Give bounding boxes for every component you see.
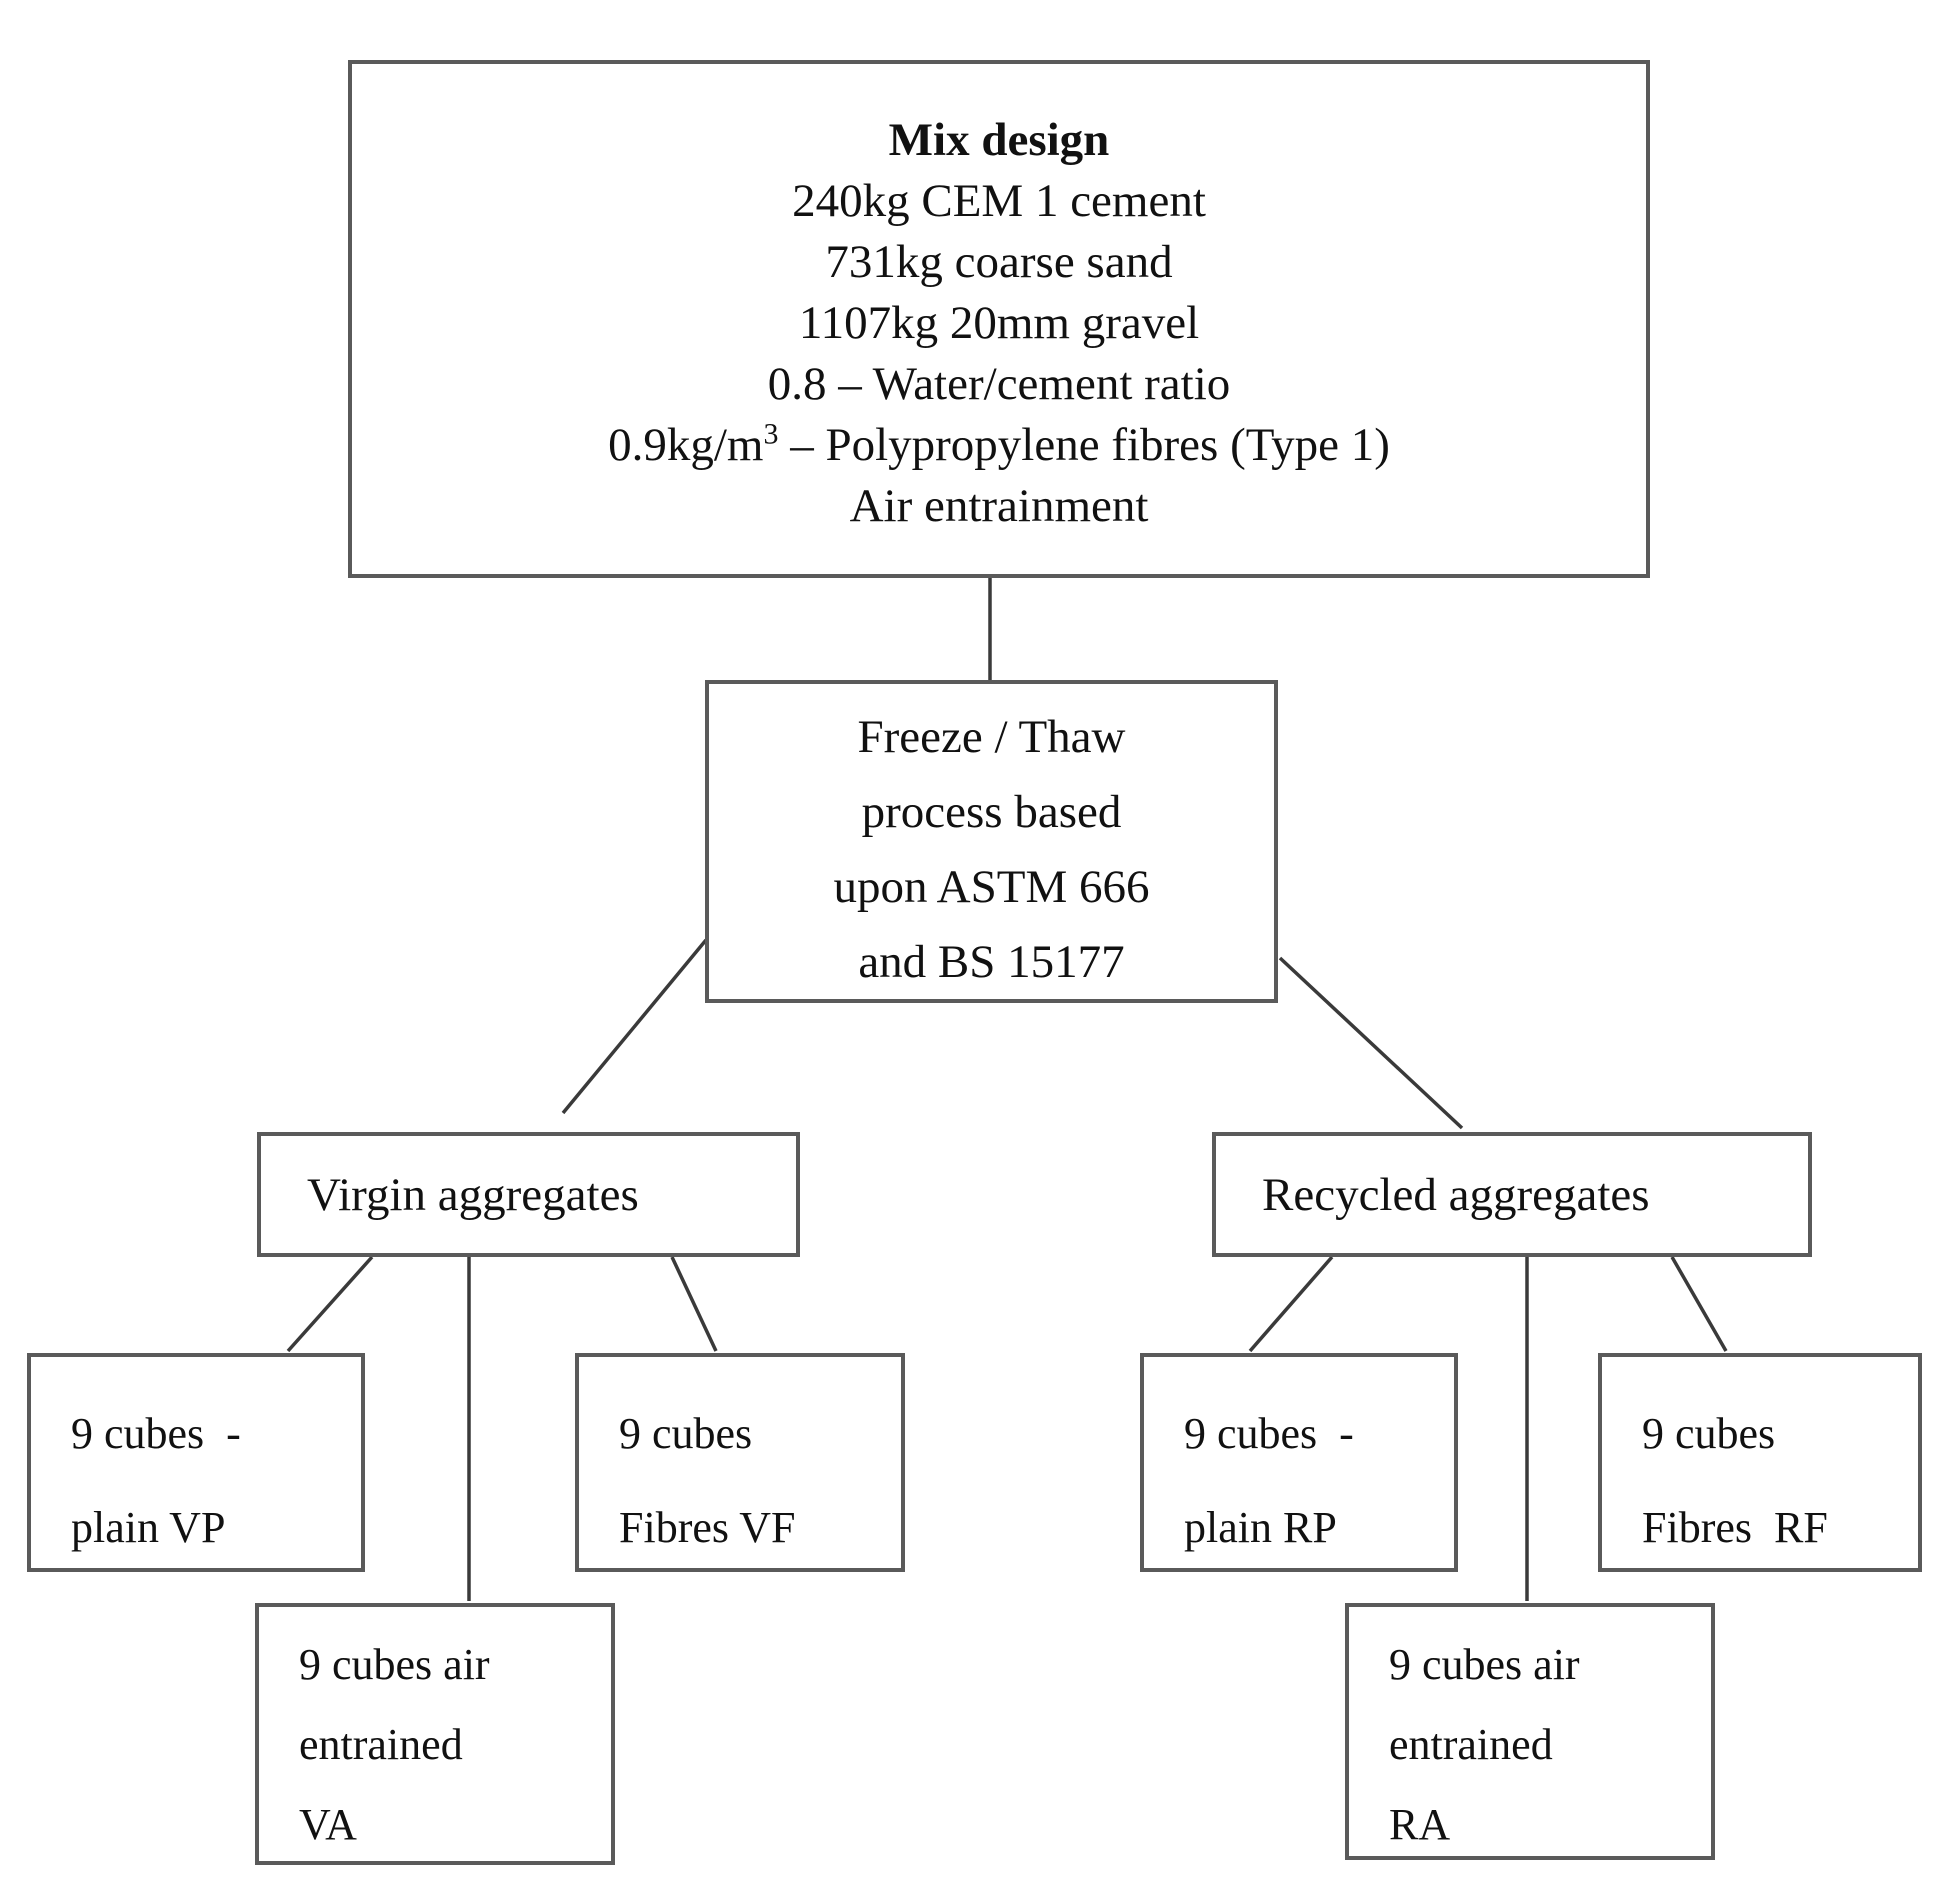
connector-process-to-recycled [1278, 956, 1464, 1130]
cubes-air-entrained-ra-box: 9 cubes air entrained RA [1345, 1603, 1715, 1860]
freeze-thaw-box: Freeze / Thaw process based upon ASTM 66… [705, 680, 1278, 1003]
fibres-line-superscript: 3 [763, 417, 779, 451]
fibres-line-prefix: 0.9kg/m [608, 419, 764, 471]
ra-line-1: 9 cubes air [1389, 1640, 1580, 1689]
vf-line-1: 9 cubes [619, 1409, 753, 1458]
recycled-aggregates-box: Recycled aggregates [1212, 1132, 1812, 1257]
process-line-3: upon ASTM 666 [833, 861, 1150, 913]
vp-line-1: 9 cubes - [71, 1409, 241, 1458]
cubes-plain-rp-box: 9 cubes - plain RP [1140, 1353, 1458, 1572]
cubes-fibres-rf-box: 9 cubes Fibres RF [1598, 1353, 1922, 1572]
rf-line-1: 9 cubes [1642, 1409, 1776, 1458]
vf-line-2: Fibres VF [619, 1503, 796, 1552]
mix-design-sand-line: 731kg coarse sand [825, 236, 1173, 288]
mix-design-title: Mix design [888, 114, 1110, 166]
cubes-air-entrained-va-box: 9 cubes air entrained VA [255, 1603, 615, 1865]
mix-design-cement-line: 240kg CEM 1 cement [792, 175, 1206, 227]
process-line-2: process based [861, 786, 1122, 838]
mix-design-box: Mix design 240kg CEM 1 cement 731kg coar… [348, 60, 1650, 578]
cubes-plain-vp-box: 9 cubes - plain VP [27, 1353, 365, 1572]
rf-line-2: Fibres RF [1642, 1503, 1828, 1552]
connector-process-to-virgin [561, 938, 708, 1115]
virgin-aggregates-box: Virgin aggregates [257, 1132, 800, 1257]
ra-line-3: RA [1389, 1800, 1451, 1849]
mix-design-air-line: Air entrainment [849, 480, 1149, 532]
connector-virgin-to-vf [670, 1256, 718, 1352]
mix-design-fibres-line: 0.9kg/m3 – Polypropylene fibres (Type 1) [352, 415, 1646, 476]
cubes-fibres-vf-box: 9 cubes Fibres VF [575, 1353, 905, 1572]
ra-line-2: entrained [1389, 1720, 1553, 1769]
connector-recycled-to-rp [1248, 1255, 1334, 1353]
connector-virgin-to-vp [286, 1255, 374, 1353]
connector-recycled-to-rf [1670, 1256, 1728, 1352]
rp-line-1: 9 cubes - [1184, 1409, 1354, 1458]
fibres-line-suffix: – Polypropylene fibres (Type 1) [778, 419, 1390, 471]
virgin-aggregates-label: Virgin aggregates [307, 1168, 639, 1221]
mix-design-wc-ratio-line: 0.8 – Water/cement ratio [767, 358, 1231, 410]
va-line-3: VA [299, 1800, 357, 1849]
va-line-2: entrained [299, 1720, 463, 1769]
mix-design-gravel-line: 1107kg 20mm gravel [798, 297, 1200, 349]
process-line-4: and BS 15177 [858, 936, 1125, 988]
rp-line-2: plain RP [1184, 1503, 1337, 1552]
process-line-1: Freeze / Thaw [857, 711, 1126, 763]
va-line-1: 9 cubes air [299, 1640, 490, 1689]
recycled-aggregates-label: Recycled aggregates [1262, 1168, 1650, 1221]
vp-line-2: plain VP [71, 1503, 226, 1552]
